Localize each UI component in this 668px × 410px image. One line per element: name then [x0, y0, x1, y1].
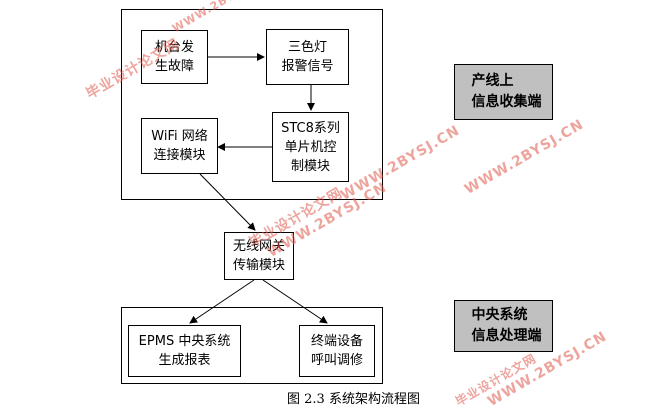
production-line-group: [121, 9, 383, 200]
three-color-alarm-node: 三色灯 报警信号: [266, 29, 349, 85]
stc8-control-module-node: STC8系列 单片机控 制模块: [272, 112, 349, 182]
arrow-gateway-to-epms: [189, 279, 255, 324]
central-system-label: 中央系统 信息处理端: [454, 300, 553, 352]
arrow-wifi-to-gateway: [199, 173, 256, 231]
wifi-module-node: WiFi 网络 连接模块: [141, 118, 218, 174]
machine-fault-node: 机台发 生故障: [141, 30, 208, 84]
arrow-gateway-to-terminal: [262, 279, 328, 324]
terminal-repair-node: 终端设备 呼叫调修: [299, 325, 375, 377]
central-system-group: [121, 307, 383, 384]
wireless-gateway-node: 无线网关 传输模块: [224, 232, 294, 280]
figure-caption: 图 2.3 系统架构流程图: [287, 392, 420, 407]
production-line-label: 产线上 信息收集端: [454, 64, 553, 120]
epms-report-node: EPMS 中央系统 生成报表: [128, 325, 241, 377]
